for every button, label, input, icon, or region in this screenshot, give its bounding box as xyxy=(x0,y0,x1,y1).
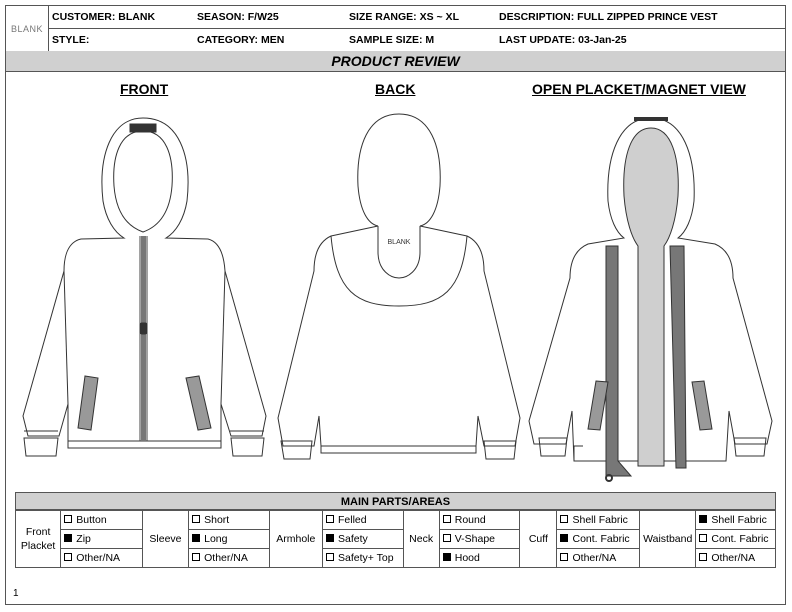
option-cuff-shell-fabric[interactable]: Shell Fabric xyxy=(556,510,641,530)
checkbox-icon xyxy=(560,515,569,524)
group-waistband: Waistband xyxy=(639,510,697,568)
category-field: CATEGORY: MEN xyxy=(197,34,285,46)
back-view-label: BACK xyxy=(375,81,416,97)
brand-logo: BLANK xyxy=(6,6,49,51)
checkbox-icon xyxy=(325,515,334,524)
option-front-placket-zip[interactable]: Zip xyxy=(60,529,143,549)
option-front-placket-other[interactable]: Other/NA xyxy=(60,548,143,568)
front-view-sketch xyxy=(22,117,267,457)
option-waistband-other[interactable]: Other/NA xyxy=(695,548,776,568)
main-parts-heading: MAIN PARTS/AREAS xyxy=(15,492,776,510)
checkbox-icon xyxy=(442,534,451,543)
checkbox-icon xyxy=(325,553,334,562)
table-row: Other/NA Other/NA Safety+ Top Hood Other… xyxy=(16,548,776,568)
header-row-1: CUSTOMER: BLANK SEASON: F/W25 SIZE RANGE… xyxy=(49,6,785,29)
garment-sketches: BLANK xyxy=(22,113,773,482)
customer-field: CUSTOMER: BLANK xyxy=(52,11,156,23)
back-view-sketch xyxy=(277,113,521,460)
checkbox-icon xyxy=(64,515,73,524)
group-sleeve: Sleeve xyxy=(141,510,190,568)
group-cuff: Cuff xyxy=(519,510,558,568)
option-waistband-shell-fabric[interactable]: Shell Fabric xyxy=(695,510,776,530)
checkbox-icon xyxy=(699,534,708,543)
description-field: DESCRIPTION: FULL ZIPPED PRINCE VEST xyxy=(499,11,718,23)
open-view-label: OPEN PLACKET/MAGNET VIEW xyxy=(532,81,746,97)
checked-checkbox-icon xyxy=(192,534,201,543)
option-front-placket-button[interactable]: Button xyxy=(60,510,143,530)
checked-checkbox-icon xyxy=(560,534,569,543)
checked-checkbox-icon xyxy=(64,534,73,543)
checkbox-icon xyxy=(64,553,73,562)
option-sleeve-other[interactable]: Other/NA xyxy=(188,548,270,568)
option-armhole-safety[interactable]: Safety xyxy=(321,529,404,549)
group-armhole: Armhole xyxy=(268,510,323,568)
option-neck-round[interactable]: Round xyxy=(438,510,521,530)
option-armhole-safety-top[interactable]: Safety+ Top xyxy=(321,548,404,568)
option-waistband-cont-fabric[interactable]: Cont. Fabric xyxy=(695,529,776,549)
option-neck-v-shape[interactable]: V-Shape xyxy=(438,529,521,549)
option-neck-hood[interactable]: Hood xyxy=(438,548,521,568)
checkbox-icon xyxy=(442,515,451,524)
checked-checkbox-icon xyxy=(325,534,334,543)
checkbox-icon xyxy=(192,553,201,562)
spec-sheet: BLANK CUSTOMER: BLANK SEASON: F/W25 SIZE… xyxy=(5,5,786,605)
checkbox-icon xyxy=(560,553,569,562)
option-sleeve-long[interactable]: Long xyxy=(188,529,270,549)
sample-size-field: SAMPLE SIZE: M xyxy=(349,34,435,46)
season-field: SEASON: F/W25 xyxy=(197,11,279,23)
checkbox-icon xyxy=(699,553,708,562)
checked-checkbox-icon xyxy=(442,553,451,562)
front-view-label: FRONT xyxy=(120,81,169,97)
main-parts-table: Front Placket Button Sleeve Short Armhol… xyxy=(14,510,776,568)
checkbox-icon xyxy=(192,515,201,524)
main-parts-section: MAIN PARTS/AREAS Front Placket Button Sl… xyxy=(14,492,776,568)
back-label-text: BLANK xyxy=(388,239,411,246)
table-row: Front Placket Button Sleeve Short Armhol… xyxy=(14,510,776,568)
option-armhole-felled[interactable]: Felled xyxy=(321,510,404,530)
size-range-field: SIZE RANGE: XS ~ XL xyxy=(349,11,459,23)
group-neck: Neck xyxy=(402,510,440,568)
style-field: STYLE: xyxy=(52,34,90,46)
group-front-placket: Front Placket xyxy=(14,510,62,568)
option-cuff-other[interactable]: Other/NA xyxy=(556,548,641,568)
option-sleeve-short[interactable]: Short xyxy=(188,510,270,530)
last-update-field: LAST UPDATE: 03-Jan-25 xyxy=(499,34,627,46)
checked-checkbox-icon xyxy=(699,515,708,524)
page-number: 1 xyxy=(13,588,19,599)
option-cuff-cont-fabric[interactable]: Cont. Fabric xyxy=(556,529,641,549)
open-view-sketch xyxy=(528,117,773,482)
header-row-2: STYLE: CATEGORY: MEN SAMPLE SIZE: M LAST… xyxy=(49,29,785,51)
page-title: PRODUCT REVIEW xyxy=(6,51,785,72)
header: BLANK CUSTOMER: BLANK SEASON: F/W25 SIZE… xyxy=(6,6,785,52)
